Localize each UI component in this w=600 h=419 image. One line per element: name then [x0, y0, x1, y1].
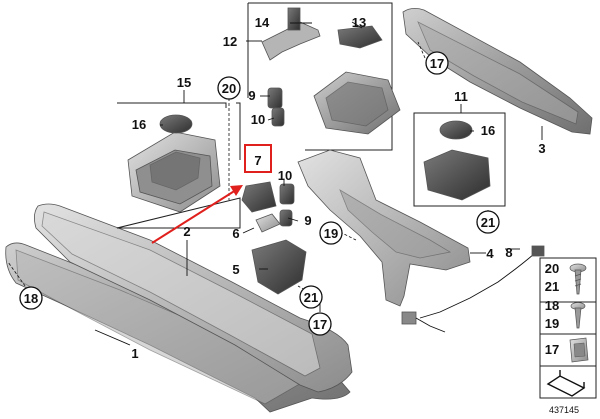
- assembly-frame-11: [413, 112, 506, 207]
- callout-2: 2: [183, 224, 190, 239]
- callout-21a: 21: [476, 210, 500, 234]
- svg-text:21: 21: [304, 290, 318, 305]
- callout-4: 4: [486, 246, 494, 261]
- callout-16b: 16: [481, 123, 495, 138]
- callout-5: 5: [232, 262, 239, 277]
- callout-17b: 17: [308, 312, 332, 336]
- screw-icon: [569, 263, 587, 295]
- legend-row1-bottom: 21: [545, 279, 559, 294]
- callout-7: 7: [254, 153, 261, 168]
- callout-17a: 17: [425, 51, 449, 75]
- callout-20: 20: [217, 76, 241, 100]
- callout-9b: 9: [304, 213, 311, 228]
- legend-row1-top: 20: [545, 261, 559, 276]
- svg-text:19: 19: [324, 226, 338, 241]
- highlight-part-7: [151, 144, 272, 244]
- callout-14: 14: [255, 15, 270, 30]
- part-4-center-console: [297, 149, 471, 307]
- circled-callouts: 17 17 18 19 20 21 21: [19, 51, 500, 336]
- screw-icon-small: [570, 302, 586, 329]
- fastener-legend: 20 21 18 19 17: [539, 257, 597, 399]
- callout-6: 6: [232, 226, 239, 241]
- callout-11: 11: [454, 89, 468, 104]
- legend-row2-bottom: 19: [545, 316, 559, 331]
- callout-labels: 1 2 3 4 5 6 7 8 9 9 10 10 11 12 13 14 15…: [131, 15, 545, 361]
- callout-15: 15: [177, 75, 191, 90]
- document-number: 437145: [549, 405, 579, 415]
- generic-part-icon: [546, 370, 586, 397]
- callout-9a: 9: [248, 88, 255, 103]
- assembly-frame-15: [116, 102, 241, 229]
- svg-text:20: 20: [222, 81, 236, 96]
- callout-10a: 10: [251, 112, 265, 127]
- svg-text:18: 18: [24, 291, 38, 306]
- callout-3: 3: [538, 141, 545, 156]
- assembly-frame-12: [247, 2, 401, 151]
- callout-18: 18: [19, 286, 43, 310]
- callout-16a: 16: [132, 117, 146, 132]
- callout-1: 1: [131, 346, 138, 361]
- callout-13: 13: [352, 15, 366, 30]
- callout-10b: 10: [278, 168, 292, 183]
- legend-row3: 17: [545, 342, 559, 357]
- callout-19: 19: [319, 221, 343, 245]
- svg-text:17: 17: [313, 317, 327, 332]
- svg-text:21: 21: [481, 215, 495, 230]
- small-parts: [241, 87, 307, 295]
- callout-12: 12: [223, 34, 237, 49]
- callout-21b: 21: [299, 285, 323, 309]
- clip-icon: [569, 337, 589, 363]
- legend-row2-top: 18: [545, 298, 559, 313]
- part-8-cable: [401, 245, 545, 333]
- part-2-side-trim: [34, 203, 353, 393]
- callout-8: 8: [505, 245, 512, 260]
- svg-text:17: 17: [430, 56, 444, 71]
